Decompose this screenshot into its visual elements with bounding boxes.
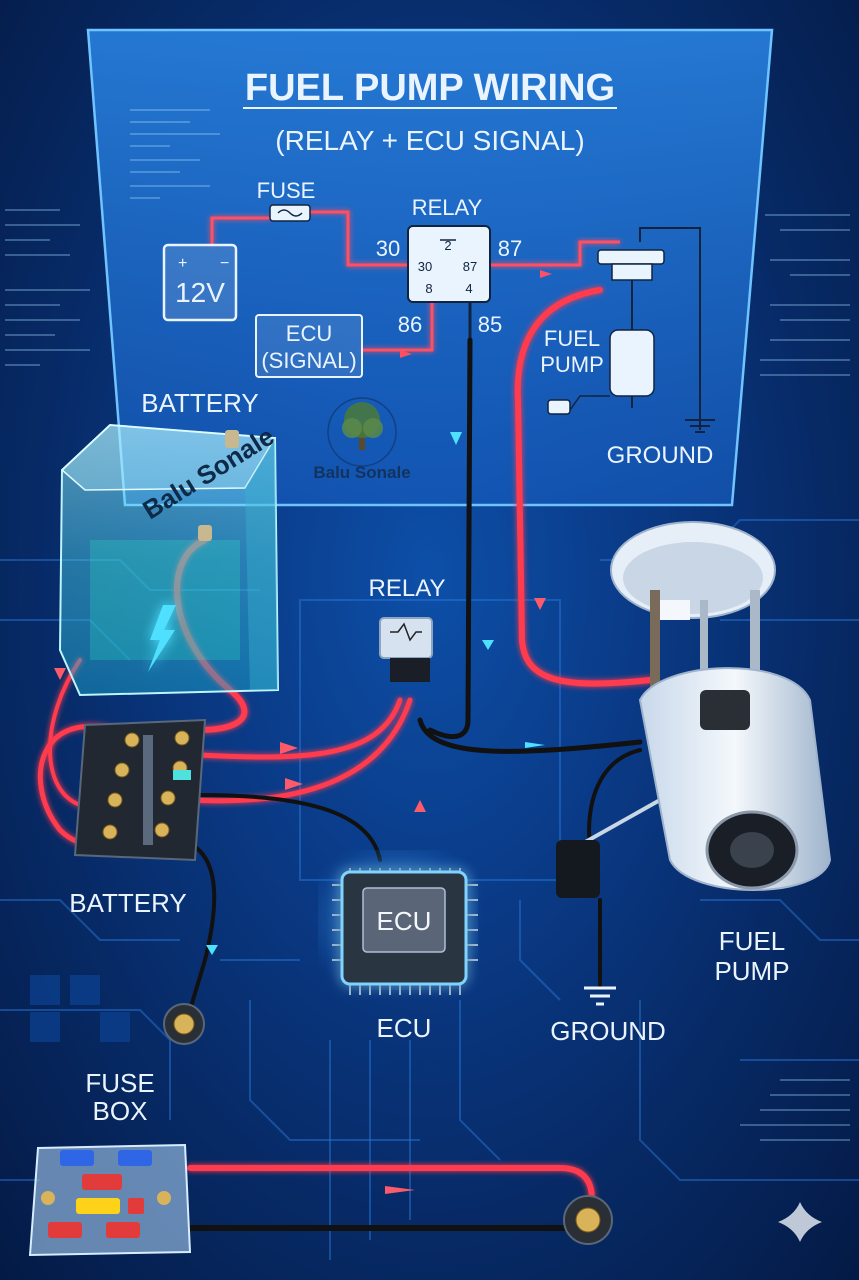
diagram-title: FUEL PUMP WIRING (245, 67, 615, 109)
ecu-signal-label-1: ECU (286, 321, 332, 346)
battery-minus-icon: − (220, 255, 229, 272)
relay-inner-pin-8: 8 (425, 281, 432, 296)
decor-tiles (30, 975, 130, 1042)
schematic-battery-label: BATTERY (141, 388, 259, 418)
ecu-signal-box (255, 314, 363, 378)
battery-3d (58, 423, 280, 697)
pump-label: PUMP (714, 956, 789, 986)
ground-icon (584, 986, 616, 1006)
schematic-flow-arrows (400, 270, 552, 358)
watermark-text: Balu Sonale (313, 463, 410, 482)
relay-3d (379, 617, 433, 659)
relay-base (390, 658, 430, 682)
relay-inner-pin-4: 4 (465, 281, 472, 296)
ecu-signal-label-2: (SIGNAL) (261, 348, 356, 373)
relay-coil-icon (390, 622, 422, 642)
diagram-subtitle: (RELAY + ECU SIGNAL) (275, 125, 584, 156)
schematic-ground-icon (685, 419, 715, 433)
relay-pin-85: 85 (478, 312, 502, 337)
ground-bolt-left (163, 1003, 205, 1045)
battery-symbol (162, 243, 238, 322)
relay-pin-86: 86 (398, 312, 422, 337)
ground-bolt-right (563, 1195, 613, 1245)
fuse-box-label-2: BOX (93, 1096, 148, 1126)
fuse-box-label-1: FUSE (85, 1068, 154, 1098)
relay-label: RELAY (369, 575, 446, 602)
battery-plus-icon: + (178, 255, 187, 272)
fuse-element-icon (277, 209, 303, 217)
relay-schematic-label: RELAY (412, 195, 483, 220)
schematic-ground-label: GROUND (607, 442, 714, 469)
schematic-fuel-label: FUEL (544, 326, 600, 351)
terminal-block (73, 718, 207, 862)
battery-voltage: 12V (175, 277, 225, 308)
flow-arrows-blue (206, 432, 545, 955)
relay-inner-pin-30: 30 (418, 259, 432, 274)
schematic-wires (210, 210, 701, 430)
relay-symbol (407, 225, 491, 303)
fuel-pump-3d (556, 521, 832, 898)
relay-pin-30: 30 (376, 236, 400, 261)
fuse-label: FUSE (257, 178, 316, 203)
fuel-label: FUEL (719, 926, 785, 956)
fuel-pump-symbol (547, 249, 665, 415)
watermark-logo (327, 397, 397, 467)
flow-arrows (54, 598, 546, 1194)
code-lines (5, 109, 850, 1141)
ecu-label: ECU (377, 1013, 432, 1043)
fuse-box (28, 1143, 192, 1257)
schematic-pump-label: PUMP (540, 352, 604, 377)
battery-label: BATTERY (69, 888, 187, 918)
relay-inner-pin-87: 87 (463, 259, 477, 274)
relay-pin-87: 87 (498, 236, 522, 261)
sparkle-icon (778, 1202, 822, 1242)
ground-label: GROUND (550, 1016, 666, 1046)
ecu-chip (318, 850, 478, 995)
ecu-chip-text: ECU (377, 906, 432, 936)
relay-inner-pin-2: 2 (444, 238, 451, 253)
